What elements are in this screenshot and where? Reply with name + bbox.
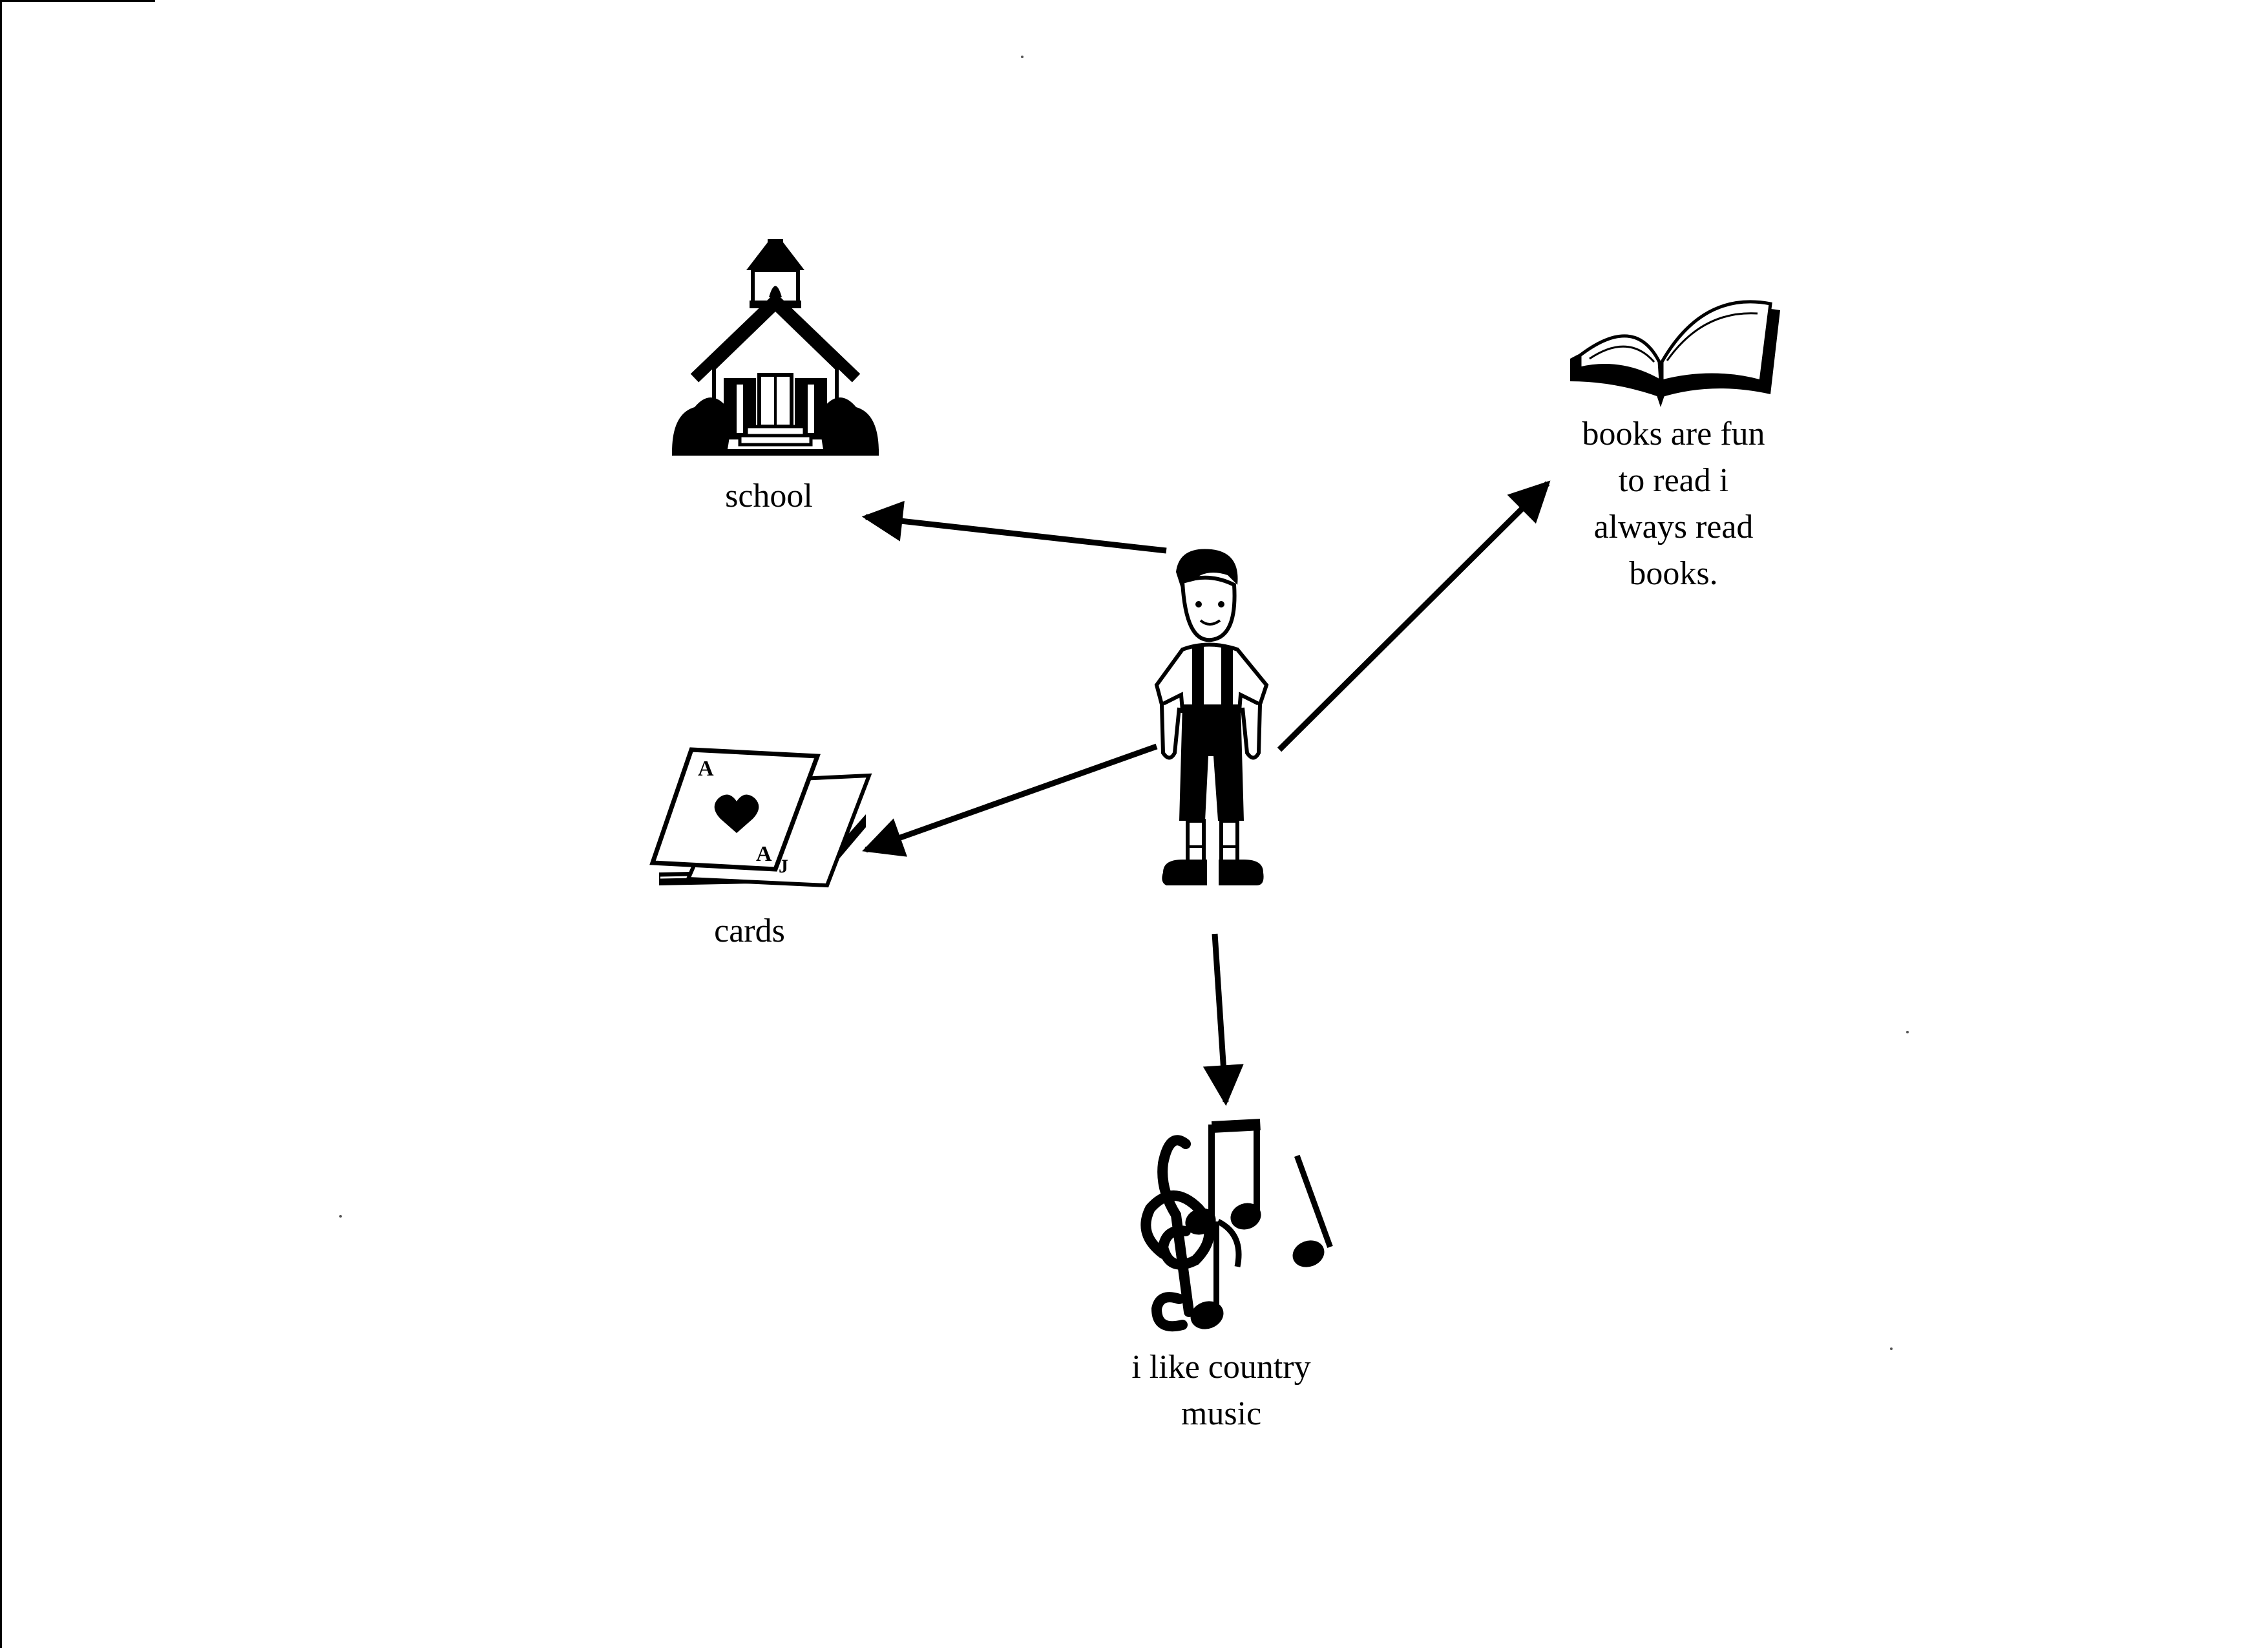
node-label-books: books are fun to read i always read book… xyxy=(1582,416,1765,592)
node-label-music: i like country music xyxy=(1131,1349,1311,1432)
arrows xyxy=(861,480,1551,1106)
arrow-to-school xyxy=(861,500,1167,554)
scan-speck xyxy=(1021,56,1024,58)
svg-text:J: J xyxy=(779,856,788,877)
open-book-icon xyxy=(1570,300,1780,407)
svg-text:A: A xyxy=(756,842,772,866)
scan-border-top xyxy=(0,0,155,2)
boy-icon xyxy=(1154,549,1269,885)
arrow-to-music xyxy=(1202,933,1244,1106)
music-notes-icon xyxy=(1140,1119,1333,1332)
playing-cards-icon: A A J xyxy=(649,747,872,888)
arrow-to-books xyxy=(1277,480,1551,752)
scan-speck xyxy=(1906,1031,1909,1033)
node-label-cards: cards xyxy=(714,913,785,949)
schoolhouse-icon xyxy=(672,239,879,456)
scan-border xyxy=(0,0,2,1648)
node-label-school: school xyxy=(725,478,813,514)
scan-speck xyxy=(339,1215,342,1218)
svg-text:A: A xyxy=(698,757,714,781)
arrow-to-cards xyxy=(862,743,1158,857)
scan-speck xyxy=(1890,1347,1893,1350)
